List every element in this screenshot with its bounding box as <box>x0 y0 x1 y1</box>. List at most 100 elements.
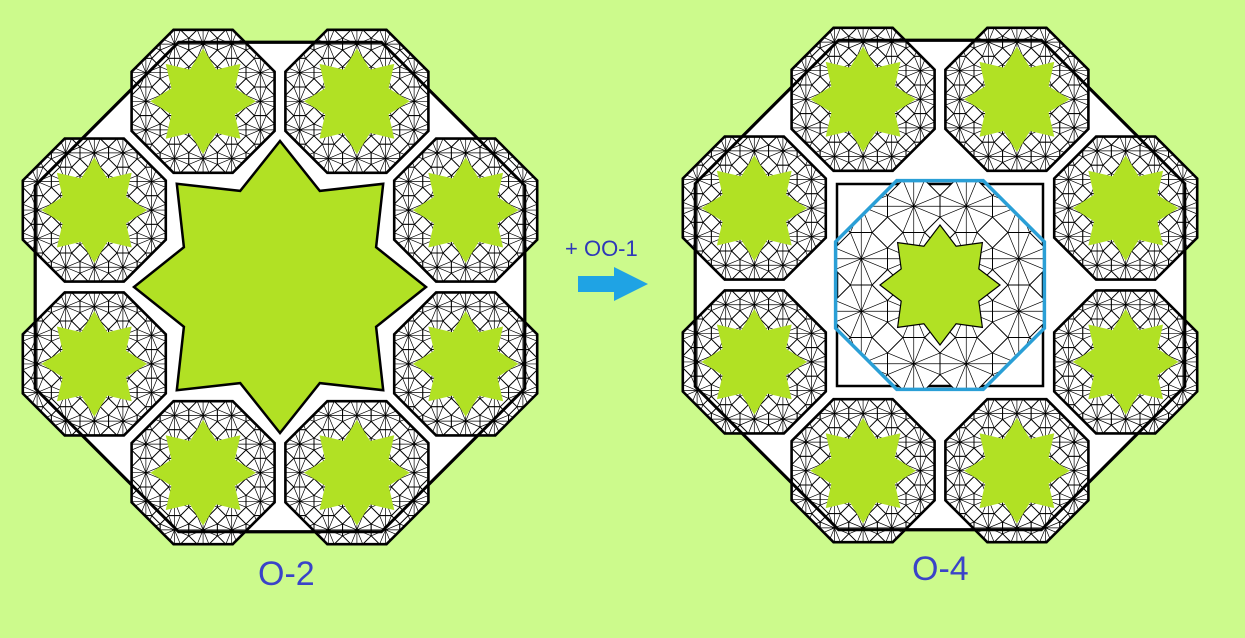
unit-hatch-lines <box>22 378 52 407</box>
octagon-tile <box>130 28 276 175</box>
unit-hatch-lines <box>51 138 81 168</box>
unit-hatch-lines <box>973 399 1003 428</box>
small-octagon-unit <box>22 138 52 168</box>
unit-hatch-lines <box>1054 376 1083 405</box>
unit-hatch-lines <box>342 515 372 545</box>
unit-hatch-lines <box>285 458 315 488</box>
unit-hatch-lines <box>905 456 935 486</box>
unit-hatch-lines <box>992 232 1045 286</box>
outer-octagon-outline <box>33 40 527 534</box>
unit-hatch-lines <box>905 113 935 143</box>
unit-hatch-lines <box>508 378 538 407</box>
unit-hatch-lines <box>820 399 849 428</box>
unit-hatch-lines <box>313 29 343 59</box>
unit-hatch-lines <box>1002 513 1032 543</box>
unit-hatch-lines <box>394 167 423 196</box>
small-octagon-unit <box>682 136 712 166</box>
octagon-tile <box>130 399 276 546</box>
tile-outline <box>681 135 828 281</box>
unit-hatch-lines <box>22 167 52 196</box>
tile-outline <box>1052 135 1199 281</box>
unit-hatch-lines <box>973 27 1003 57</box>
small-octagon-unit <box>131 515 161 545</box>
unit-hatch-lines <box>394 224 423 254</box>
unit-hatch-lines <box>887 337 941 390</box>
unit-hatch-lines <box>399 115 429 145</box>
small-octagon-unit <box>131 29 161 59</box>
unit-hatch-lines <box>791 427 821 457</box>
unit-hatch-lines <box>739 404 769 434</box>
unit-hatch-lines <box>1168 222 1198 252</box>
unit-hatch-lines <box>797 347 826 377</box>
unit-hatch-lines <box>1168 193 1198 223</box>
unit-hatch-lines <box>137 224 166 254</box>
unit-hatch-lines <box>877 513 907 543</box>
unit-hatch-lines <box>108 406 138 436</box>
figure-o2 <box>21 28 539 546</box>
unit-hatch-lines <box>945 456 975 486</box>
unit-hatch-lines <box>1054 222 1083 252</box>
octagon-tile <box>392 291 539 437</box>
unit-hatch-lines <box>245 458 275 488</box>
unit-hatch-lines <box>1139 250 1169 280</box>
unit-hatch-lines <box>1082 404 1112 434</box>
unit-hatch-lines <box>1082 250 1112 280</box>
unit-hatch-lines <box>711 404 741 434</box>
octagon-tile <box>284 399 430 546</box>
unit-hatch-lines <box>217 29 247 59</box>
unit-hatch-lines <box>1031 399 1060 428</box>
unit-hatch-lines <box>131 115 161 145</box>
unit-hatch-lines <box>422 252 452 282</box>
unit-hatch-lines <box>1082 136 1112 166</box>
octagon-tile <box>944 397 1090 544</box>
unit-hatch-lines <box>188 401 218 430</box>
unit-hatch-lines <box>451 292 481 322</box>
unit-hatch-lines <box>285 115 315 145</box>
unit-hatch-lines <box>939 180 993 233</box>
unit-hatch-lines <box>1059 427 1089 457</box>
small-octagon-unit <box>1059 513 1089 543</box>
unit-hatch-lines <box>945 113 975 143</box>
unit-hatch-lines <box>820 513 849 543</box>
unit-hatch-lines <box>508 167 538 196</box>
unit-hatch-lines <box>342 29 372 59</box>
unit-hatch-lines <box>371 401 400 430</box>
small-octagon-unit <box>1059 27 1089 57</box>
unit-hatch-lines <box>285 429 315 459</box>
unit-hatch-lines <box>1002 399 1032 428</box>
unit-hatch-lines <box>945 484 975 514</box>
unit-hatch-lines <box>131 429 161 459</box>
unit-hatch-lines <box>245 429 275 459</box>
figure-label-o2: O-2 <box>258 555 315 593</box>
center-block <box>833 178 1047 392</box>
tile-green-star <box>41 157 148 263</box>
octagon-tile <box>681 289 828 435</box>
center-green-star <box>879 224 1001 346</box>
unit-hatch-lines <box>245 486 275 516</box>
unit-hatch-lines <box>285 58 315 88</box>
unit-hatch-lines <box>848 399 878 428</box>
unit-hatch-lines <box>479 138 509 168</box>
tile-outline <box>681 289 828 435</box>
octagon-tile <box>790 26 936 173</box>
unit-hatch-lines <box>217 515 247 545</box>
unit-hatch-lines <box>422 138 452 168</box>
unit-hatch-lines <box>945 84 975 114</box>
unit-hatch-lines <box>711 290 741 320</box>
unit-hatch-lines <box>137 195 166 225</box>
unit-hatch-lines <box>797 376 826 405</box>
unit-hatch-lines <box>399 486 429 516</box>
unit-hatch-lines <box>1139 404 1169 434</box>
arrow-right-icon <box>578 267 648 301</box>
unit-hatch-lines <box>877 142 907 171</box>
unit-hatch-lines <box>711 250 741 280</box>
unit-hatch-lines <box>188 144 218 173</box>
unit-hatch-lines <box>1031 27 1060 57</box>
unit-hatch-lines <box>79 138 109 168</box>
unit-hatch-lines <box>217 401 247 430</box>
tile-green-star <box>1072 155 1179 261</box>
unit-hatch-lines <box>1139 290 1169 320</box>
unit-hatch-lines <box>835 232 888 286</box>
unit-hatch-lines <box>905 84 935 114</box>
octagon-tile <box>21 291 168 437</box>
